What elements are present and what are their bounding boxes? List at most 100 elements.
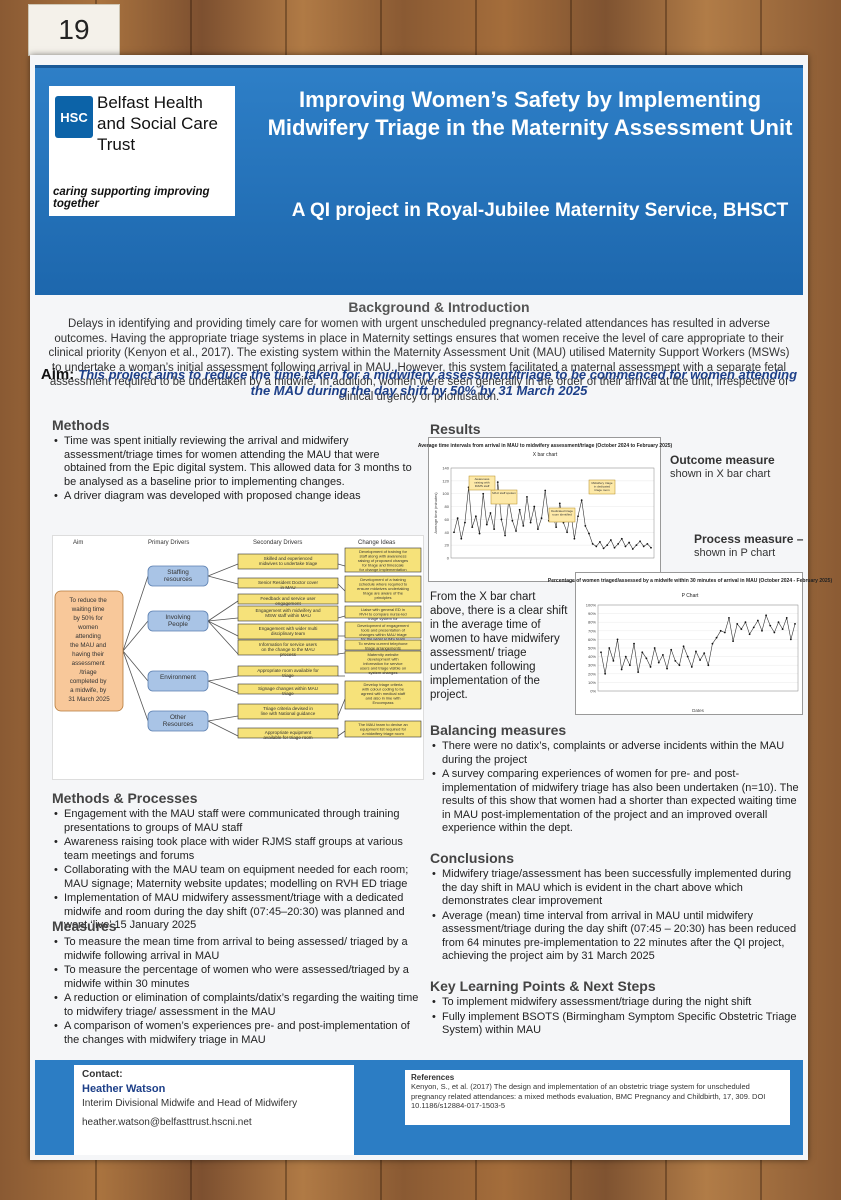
process-measure-title: Process measure – xyxy=(694,532,804,546)
p-point xyxy=(711,642,714,645)
references-box: References Kenyon, S., et al. (2017) The… xyxy=(405,1070,790,1125)
driver-aim-line: To reduce the xyxy=(69,597,107,604)
p-point xyxy=(703,652,706,655)
xbar-point xyxy=(496,481,499,484)
contact-name: Heather Watson xyxy=(82,1083,166,1095)
list-item: Average (mean) time interval from arriva… xyxy=(430,910,805,964)
xbar-point xyxy=(588,532,590,535)
xbar-point xyxy=(642,545,645,548)
xbar-plot-frame xyxy=(450,467,655,559)
xbar-point xyxy=(485,523,488,526)
xbar-point xyxy=(558,502,561,505)
svg-text:To reduce the waitin: To reduce the waiting time by 50% for wo… xyxy=(68,597,110,703)
driver-aim-line: /triage xyxy=(80,669,98,676)
driver-header-secondary: Secondary Drivers xyxy=(253,540,302,546)
p-y-tick: 90% xyxy=(588,611,596,616)
xbar-point xyxy=(493,528,496,530)
p-y-tick: 60% xyxy=(588,637,596,642)
measures-list: To measure the mean time from arrival to… xyxy=(52,936,424,1047)
results-heading: Results xyxy=(430,421,481,437)
xbar-point xyxy=(482,492,485,495)
p-y-tick: 50% xyxy=(588,646,596,651)
p-point xyxy=(769,624,772,627)
driver-change-box xyxy=(344,680,422,710)
driver-primary-box xyxy=(147,610,209,632)
xbar-y-tick: 0 xyxy=(447,556,450,561)
p-chart-title: Percentage of women triaged/assessed by … xyxy=(548,578,833,584)
driver-aim-line: waiting time xyxy=(71,606,105,613)
driver-secondary-box xyxy=(237,727,339,739)
driver-header-change: Change Ideas xyxy=(358,540,395,546)
list-item: A survey comparing experiences of women … xyxy=(430,768,805,836)
xbar-point xyxy=(580,499,583,502)
p-point xyxy=(682,645,685,648)
driver-diagram: Aim Primary Drivers Secondary Drivers Ch… xyxy=(52,535,424,780)
p-y-tick: 40% xyxy=(588,654,596,659)
driver-secondary-box xyxy=(237,553,339,570)
poster-title: Improving Women’s Safety by Implementing… xyxy=(267,87,793,140)
list-item: There were no datix’s, complaints or adv… xyxy=(430,740,805,767)
p-y-tick: 0% xyxy=(590,689,596,694)
learning-section: Key Learning Points & Next Steps To impl… xyxy=(430,978,805,1039)
driver-aim-line: the MAU and xyxy=(70,642,107,649)
xbar-point xyxy=(635,544,638,547)
xbar-y-label: Average time (minutes) xyxy=(433,492,438,534)
xbar-chart-subtitle: X bar chart xyxy=(533,452,558,458)
xbar-point xyxy=(609,539,612,541)
driver-header-primary: Primary Drivers xyxy=(148,540,189,546)
driver-aim-box: To reduce the waiting time by 50% for wo… xyxy=(54,590,124,712)
xbar-point xyxy=(504,534,506,537)
references-text: Kenyon, S., et al. (2017) The design and… xyxy=(411,1082,766,1110)
p-point xyxy=(781,628,784,630)
xbar-annotation-box xyxy=(468,475,496,491)
p-point xyxy=(715,636,718,639)
p-point xyxy=(695,650,697,653)
p-point xyxy=(686,655,689,658)
p-y-tick: 80% xyxy=(588,620,596,625)
xbar-y-tick: 100 xyxy=(442,491,449,496)
p-point xyxy=(604,672,607,675)
p-point xyxy=(748,633,751,636)
p-point xyxy=(674,660,677,662)
methods-section: Methods Time was spent initially reviewi… xyxy=(52,417,424,505)
xbar-point xyxy=(540,517,543,520)
xbar-point xyxy=(624,545,627,548)
background-heading: Background & Introduction xyxy=(348,299,530,315)
xbar-chart: Average time intervals from arrival in M… xyxy=(418,437,673,582)
driver-change-box xyxy=(344,621,422,639)
xbar-point xyxy=(529,521,532,524)
driver-aim-line: by 50% for xyxy=(73,615,103,622)
conclusions-list: Midwifery triage/assessment has been suc… xyxy=(430,868,805,964)
p-point xyxy=(649,666,652,668)
list-item: Collaborating with the MAU team on equip… xyxy=(52,864,424,891)
list-item: Time was spent initially reviewing the a… xyxy=(52,435,424,489)
p-series-line xyxy=(600,614,796,674)
p-point xyxy=(761,629,763,632)
xbar-point xyxy=(599,541,601,543)
list-item: Midwifery triage/assessment has been suc… xyxy=(430,868,805,909)
outcome-measure-title: Outcome measure xyxy=(670,453,775,467)
list-item: Implementation of MAU midwifery assessme… xyxy=(52,892,424,933)
driver-change-box xyxy=(344,639,422,651)
background-text: Delays in identifying and providing time… xyxy=(48,318,790,403)
list-item: A comparison of women’s experiences pre-… xyxy=(52,1020,424,1047)
xbar-point xyxy=(522,524,525,527)
contact-role: Interim Divisional Midwife and Head of M… xyxy=(82,1098,298,1109)
p-point xyxy=(740,628,743,630)
balancing-heading: Balancing measures xyxy=(430,722,567,738)
p-point xyxy=(666,667,668,670)
p-point xyxy=(662,653,664,656)
xbar-point xyxy=(566,531,568,534)
list-item: Awareness raising took place with wider … xyxy=(52,836,424,863)
p-point xyxy=(670,648,673,651)
p-point xyxy=(785,617,788,619)
